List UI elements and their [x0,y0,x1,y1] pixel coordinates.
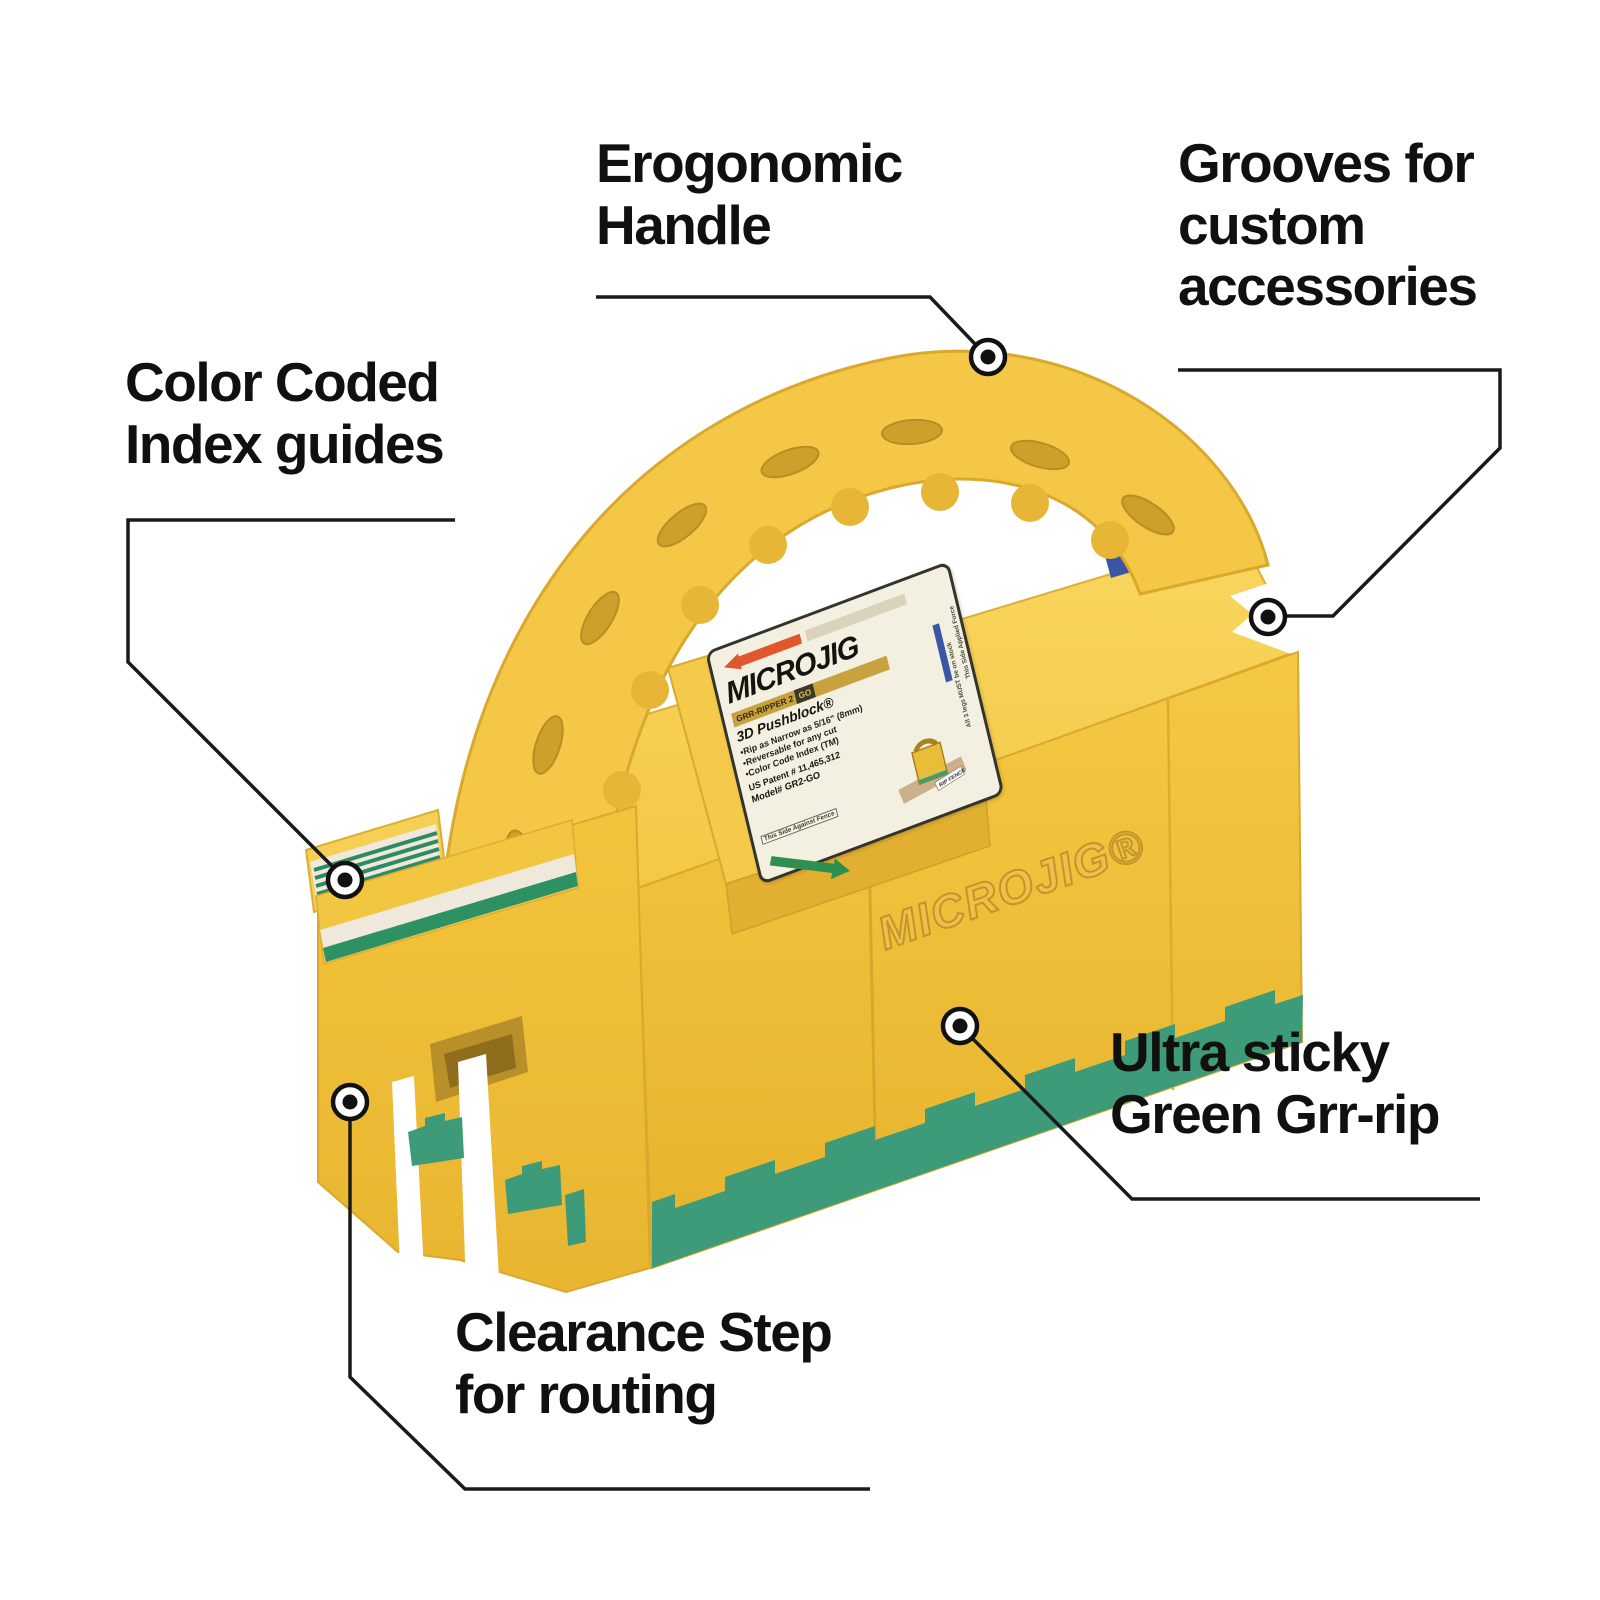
leader-index [126,518,455,870]
leader-grrrip [970,1036,1480,1201]
callout-line: for routing [455,1362,718,1425]
callout-color-coded-index: Color Coded Index guides [125,351,445,475]
marker-index [325,860,365,900]
callout-line: Clearance Step [455,1301,833,1363]
leader-clearance [348,1120,870,1491]
callout-line: custom [1178,193,1366,256]
leader-handle [596,295,978,347]
callout-line: accessories [1178,255,1478,318]
callout-line: Erogonomic [596,132,903,194]
leader-grooves [1178,368,1502,618]
green-grrrip-strip [652,990,1303,1268]
green-feet [408,1113,586,1246]
callout-grooves: Grooves for custom accessories [1178,132,1478,318]
callout-line: Index guides [125,412,445,475]
callout-clearance-step: Clearance Step for routing [455,1301,833,1425]
leader-lines [126,295,1502,1491]
callout-green-grrrip: Ultra sticky Green Grr-rip [1110,1021,1440,1145]
callout-line: Color Coded [125,351,440,413]
mini-green-foot [918,769,948,785]
leg-gap-left [392,1076,424,1272]
mini-pushblock-diagram: RIP FENCE [898,738,967,804]
marker-handle [968,337,1008,377]
callout-ergonomic-handle: Erogonomic Handle [596,132,903,256]
callout-line: Handle [596,193,772,256]
mini-tag [934,765,966,792]
callout-line: Grooves for [1178,132,1475,194]
callout-line: Ultra sticky [1110,1021,1390,1083]
marker-clearance [330,1082,370,1122]
leg-gap-center [458,1054,500,1294]
index-strip-2-green [323,872,578,962]
marker-grooves [1248,597,1288,637]
annotation-markers [325,337,1288,1122]
label-mini-diagram: RIP FENCE [885,716,977,817]
callout-line: Green Grr-rip [1110,1082,1440,1145]
mini-handle [913,738,938,753]
label-side-note-fence: This Side Against Fence [760,807,839,846]
marker-grrrip [940,1006,980,1046]
